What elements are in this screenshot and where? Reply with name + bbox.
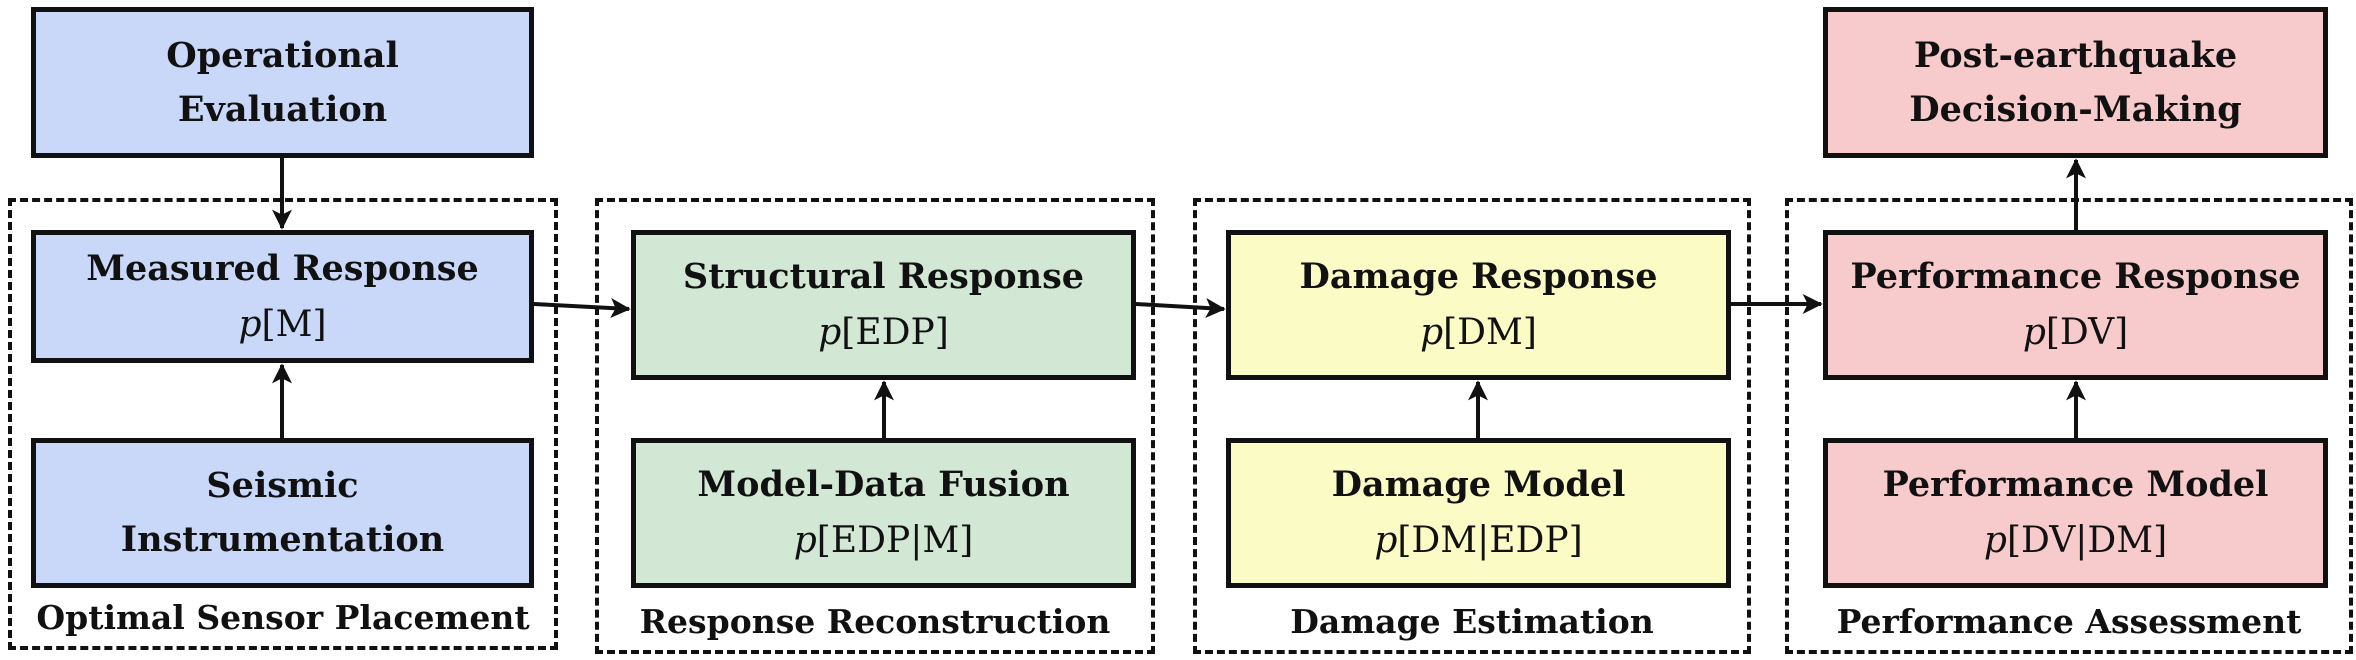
structural-response-box: Structural Response p[EDP] [631, 230, 1136, 380]
box-line: Instrumentation [120, 519, 445, 560]
box-title: Performance Response [1850, 256, 2301, 297]
box-formula: p[DV|DM] [1983, 520, 2168, 561]
box-title: Damage Model [1331, 464, 1626, 505]
box-title: Model-Data Fusion [697, 464, 1070, 505]
box-line: Seismic [206, 465, 359, 506]
box-formula: p[EDP] [818, 312, 949, 353]
group-label: Response Reconstruction [639, 602, 1111, 641]
box-line: Evaluation [177, 88, 388, 130]
performance-response-box: Performance Response p[DV] [1823, 230, 2328, 380]
box-formula: p[DM] [1420, 312, 1537, 353]
box-title: Structural Response [682, 256, 1085, 297]
group-optimal-sensor-placement: Optimal Sensor Placement [8, 198, 558, 650]
box-line: Operational [166, 34, 399, 76]
arrow-structural-to-damage [1135, 297, 1226, 318]
box-title: Measured Response [86, 247, 479, 289]
box-title: Damage Response [1299, 256, 1658, 297]
damage-response-box: Damage Response p[DM] [1226, 230, 1731, 380]
box-line: Decision-Making [1909, 88, 2242, 130]
box-formula: p[DM|EDP] [1374, 520, 1583, 561]
box-line: Post-earthquake [1913, 34, 2238, 76]
box-formula: p[M] [238, 303, 327, 345]
performance-model-box: Performance Model p[DV|DM] [1823, 438, 2328, 588]
model-data-fusion-box: Model-Data Fusion p[EDP|M] [631, 438, 1136, 588]
damage-model-box: Damage Model p[DM|EDP] [1226, 438, 1731, 588]
box-formula: p[DV] [2022, 312, 2129, 353]
box-formula: p[EDP|M] [793, 520, 974, 561]
group-performance-assessment: Performance Assessment [1785, 198, 2353, 654]
seismic-instrumentation-box: Seismic Instrumentation [31, 438, 534, 588]
decision-making-box: Post-earthquake Decision-Making [1823, 7, 2328, 158]
group-response-reconstruction: Response Reconstruction [595, 198, 1155, 654]
operational-evaluation-box: Operational Evaluation [31, 7, 534, 158]
box-title: Performance Model [1882, 464, 2269, 505]
group-label: Performance Assessment [1836, 602, 2302, 641]
group-label: Optimal Sensor Placement [36, 598, 530, 637]
arrow-measured-to-structural [533, 298, 631, 319]
group-damage-estimation: Damage Estimation [1193, 198, 1751, 654]
measured-response-box: Measured Response p[M] [31, 230, 534, 363]
group-label: Damage Estimation [1290, 602, 1654, 641]
